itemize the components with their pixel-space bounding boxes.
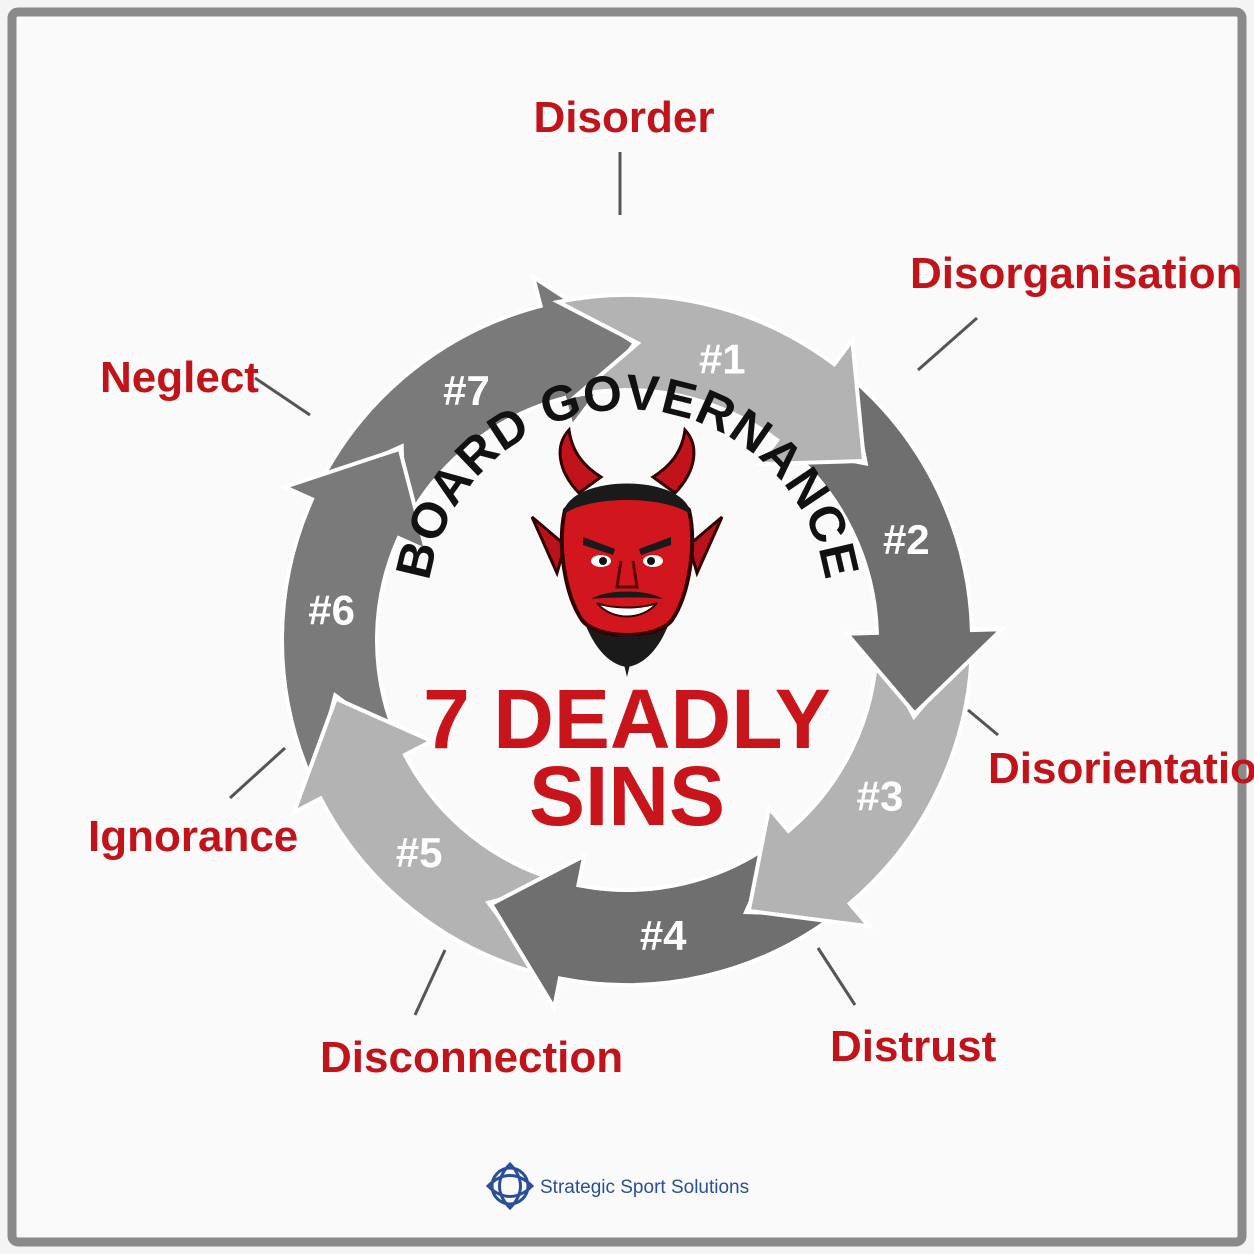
sin-label-1: Disorder [534, 93, 715, 142]
ring-segment-5 [290, 695, 574, 978]
leader-line-7 [254, 376, 311, 417]
segment-number-5: #5 [396, 829, 443, 876]
ring-segment-4 [488, 832, 842, 1014]
brand-name: Strategic Sport Solutions [540, 1177, 749, 1198]
segment-number-7: #7 [443, 367, 490, 414]
ring-segment-6 [279, 446, 430, 789]
segment-number-3: #3 [857, 773, 904, 820]
ring-segment-1 [552, 293, 867, 467]
leader-line-5 [413, 949, 447, 1016]
sin-label-7: Neglect [100, 353, 259, 402]
leader-line-2 [917, 316, 978, 372]
sin-label-5: Disconnection [320, 1033, 623, 1082]
devil-face-icon [530, 426, 724, 677]
celtic-knot-logo-icon [485, 1161, 535, 1211]
leader-line-6 [228, 746, 287, 800]
center-title-line2: SINS [529, 749, 725, 843]
segment-number-4: #4 [640, 912, 687, 959]
leader-lines [228, 152, 999, 1016]
sin-label-4: Distrust [830, 1022, 997, 1071]
segment-number-2: #2 [883, 516, 930, 563]
ring-segment-3 [746, 638, 975, 930]
sin-label-3: Disorientation [988, 744, 1254, 793]
leader-line-3 [967, 708, 999, 737]
segment-number-6: #6 [308, 587, 355, 634]
sin-labels: DisorderDisorganisationDisorientationDis… [88, 93, 1254, 1082]
center-title-line1: 7 DEADLY [423, 672, 831, 766]
sin-label-6: Ignorance [88, 812, 298, 861]
leader-line-4 [816, 947, 857, 1006]
sin-label-2: Disorganisation [910, 249, 1243, 298]
segment-numbers: #1 #2 #3 #4 #5 #6 #7 [308, 336, 929, 959]
cycle-ring [279, 272, 1007, 1014]
segment-number-1: #1 [699, 336, 746, 383]
